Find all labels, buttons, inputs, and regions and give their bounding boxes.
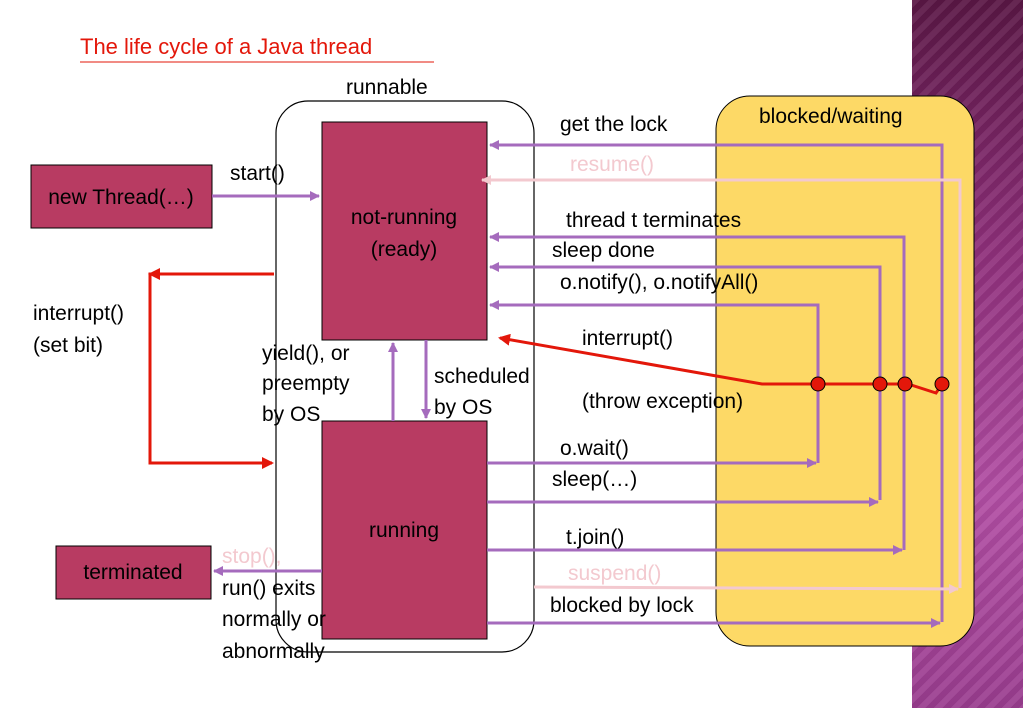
yield-label-2: preempty [262,372,350,395]
scheduled-label-1: scheduled [434,365,530,388]
get-the-lock-label: get the lock [560,113,668,136]
thread-terminates-label: thread t terminates [566,209,741,232]
blocked-waiting-region [715,95,975,647]
junction-dot [897,376,913,392]
interrupt-set-bit-label-1: interrupt() [33,302,124,325]
yield-label-3: by OS [262,403,320,426]
run-exits-label-2: normally or [222,608,326,631]
resume-arrow [481,175,962,588]
sleep-done-arrow [489,262,882,500]
junction-dot [810,376,826,392]
ready-label: (ready) [371,238,438,261]
running-label: running [369,519,439,542]
sleep-done-label: sleep done [552,239,655,262]
suspend-arrow [533,583,959,594]
interrupt-throw-label: interrupt() [582,327,673,350]
state-terminated [55,545,212,600]
run-exits-label-3: abnormally [222,640,325,663]
join-label: t.join() [566,526,624,549]
terminated-label: terminated [83,561,182,584]
scheduled-label-2: by OS [434,396,492,419]
yield-label-1: yield(), or [262,342,350,365]
thread-terminates-arrow [489,232,906,550]
not-running-label: not-running [351,206,457,229]
suspend-label: suspend() [568,562,661,585]
blocked-waiting-label: blocked/waiting [759,105,903,128]
blocked-by-lock-label: blocked by lock [550,594,694,617]
interrupt-set-bit-label-2: (set bit) [33,334,103,357]
notify-label: o.notify(), o.notifyAll() [560,271,758,294]
get-the-lock-arrow [489,140,944,622]
junction-dot [872,376,888,392]
throw-exception-label: (throw exception) [582,390,743,413]
state-not-running [321,121,488,341]
junction-dot [934,376,950,392]
stop-label: stop(), [222,545,282,568]
state-running [321,420,488,640]
new-thread-label: new Thread(…) [48,186,194,209]
start-label: start() [230,162,285,185]
run-exits-label-1: run() exits [222,577,315,600]
page-title: The life cycle of a Java thread [80,34,372,59]
state-new-thread [30,164,213,229]
notify-arrow [489,300,820,463]
wait-label: o.wait() [560,437,629,460]
runnable-region [275,100,535,653]
resume-label: resume() [570,153,654,176]
sleep-label: sleep(…) [552,468,637,491]
interrupt-set-bit-loop [148,272,274,469]
runnable-label: runnable [346,76,428,99]
